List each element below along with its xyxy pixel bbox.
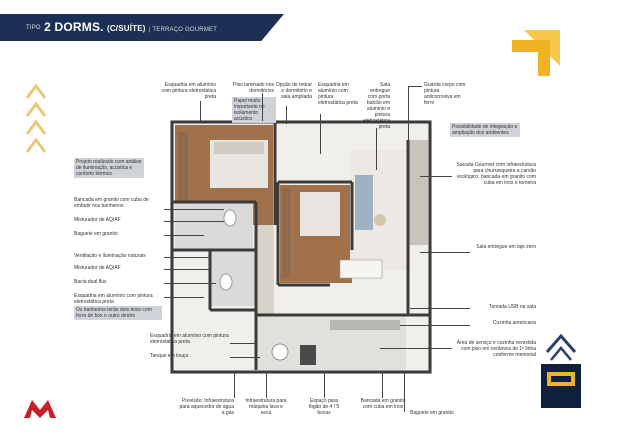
label-gas-heater: Previsão: Infraestrutura para aquecedor … [179,398,235,416]
label-service-area: Área de serviço e cozinha revestida com … [456,340,536,358]
label-bath-counter: Bancada em granito com cuba de embutir n… [74,197,149,209]
leader-line [408,86,409,146]
label-dual-flush: Bacia dual flux [74,279,107,285]
leader-line [286,106,287,124]
label-laundry-tank: Tanque em louça [150,353,189,359]
label-mixer-2: Misturador de AQ/AF [74,265,121,271]
leader-line [400,325,470,326]
label-living-slab: Sala entregue em laje zero [476,244,536,250]
leader-line [262,93,263,121]
leader-line [420,252,470,253]
plan-suite: (C/SUÍTE) [106,24,146,33]
leader-line [164,235,204,236]
plan-subtitle: | TERRAÇO GOURMET [148,27,218,33]
leader-line [164,221,224,222]
brand-logo-icon [24,400,56,418]
note-integration: Possibilidade de integração e ampliação … [450,123,520,137]
leader-line [164,283,216,284]
note-design-analysis: Projeto realizado com análise de ilumina… [74,158,144,178]
label-laminate-floor: Piso laminado nos dormitórios [233,82,274,94]
leader-line [380,348,452,349]
label-stove-space: Espaço para fogão de 4 / 5 bocas [308,398,340,416]
leader-line [420,176,452,177]
label-mixer-1: Misturador de AQ/AF [74,217,121,223]
label-guard-rail: Guarda corpo com pintura anticorrosiva e… [424,82,466,106]
leader-line [164,257,210,258]
leader-line [382,372,383,398]
label-usb-outlet: Tomada USB na sala [489,304,536,310]
chevron-up-icon [25,101,47,117]
floor-plan-drawing [170,120,432,374]
leader-line [324,372,325,398]
leader-line [230,343,256,344]
label-window-frame-2: Esquadria em alumínio com pintura eletro… [318,82,358,106]
leader-line [164,209,224,210]
leader-line [408,86,422,87]
label-window-frame-1: Esquadria em alumínio com pintura eletro… [161,82,216,100]
label-granite-trim-1: Baguete em granito [74,231,118,237]
leader-line [234,372,235,398]
label-natural-ventilation: Ventilação e iluminação naturais [74,253,146,259]
label-washer-dryer: Infraestrutura para máquina lava e seca [245,398,287,416]
book-cover-icon [539,330,583,410]
label-granite-trim-2: Baguete em granito [410,410,454,416]
note-bath-ceiling: Os banheiros terão dois teios com forro … [74,306,162,320]
note-acoustic-insulation: Papel muito importante no isolamento acú… [232,97,276,123]
gold-arrow-icon [512,30,560,76]
leader-line [200,101,201,121]
leader-line [230,357,260,358]
chevron-up-icon [25,137,47,153]
leader-line [404,372,405,412]
plan-title: TIPO 2 DORMS. (C/SUÍTE) | TERRAÇO GOURME… [26,20,217,34]
chevron-up-icon [25,119,47,135]
label-window-frame-3: Esquadria em alumínio com pintura eletro… [74,293,153,305]
label-american-kitchen: Cozinha americana [492,320,536,326]
chevron-up-icon [25,83,47,99]
plan-type-prefix: TIPO [26,25,41,32]
leader-line [410,308,470,309]
label-gourmet-balcony: Sacada Gourmet com infraestrutura para c… [456,162,536,186]
label-remove-bedroom-option: Opção de retirar o dormitório e sala amp… [275,82,312,100]
leader-line [266,372,267,398]
plan-type-title: 2 DORMS. [44,20,104,34]
label-window-frame-4: Esquadria em alumínio com pintura eletro… [150,333,229,345]
leader-line [164,269,210,270]
leader-line [376,128,377,170]
header-ribbon [0,14,284,41]
leader-line [320,114,321,154]
leader-line [164,297,204,298]
label-balcony-door: Sala entregue com porta balcão em alumín… [363,82,390,130]
label-kitchen-counter: Bancada em granito com cuba em inox [360,398,406,410]
